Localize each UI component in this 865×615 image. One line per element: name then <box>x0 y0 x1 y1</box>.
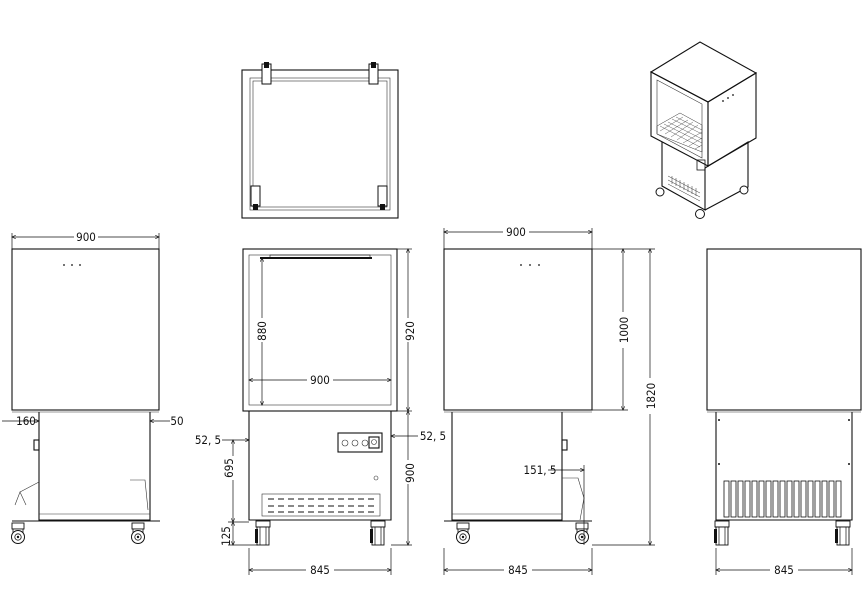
dim-side-upper: 1000 <box>617 317 631 343</box>
dim-rear-base-depth: 845 <box>774 563 794 577</box>
top-view-caster <box>377 185 388 210</box>
dim-side-offset: 151, 5 <box>524 463 557 477</box>
dim-inner-height: 880 <box>255 321 269 341</box>
dim-cabinet-height: 920 <box>403 321 417 341</box>
dim-total-height: 1820 <box>644 383 658 409</box>
rear-view: 845 <box>706 248 862 577</box>
iso-grid-floor <box>656 112 703 153</box>
side-view: 900 1000 1820 151, 5 845 <box>443 224 658 577</box>
top-view-caster <box>368 62 379 85</box>
dim-base-depth: 845 <box>310 563 330 577</box>
top-view <box>241 62 399 219</box>
dim-inner-width: 900 <box>310 373 330 387</box>
dim-front-side-right: 50 <box>170 414 183 428</box>
dim-offset-left: 52, 5 <box>195 433 221 447</box>
section-view: 880 900 920 900 52, 5 52, 5 695 125 <box>195 248 446 577</box>
dim-wheel-height: 125 <box>219 526 233 546</box>
dim-side-width: 900 <box>506 225 526 239</box>
dim-base-height: 900 <box>403 463 417 483</box>
dim-offset-right: 52, 5 <box>420 429 446 443</box>
rear-louvers <box>723 480 842 518</box>
top-view-caster <box>250 185 261 210</box>
top-view-caster <box>261 62 272 85</box>
dim-front-width: 900 <box>76 230 96 244</box>
dim-base-695: 695 <box>222 458 236 478</box>
dim-side-base-depth: 845 <box>508 563 528 577</box>
front-view: 900 160 50 <box>2 229 184 544</box>
dim-front-side-left: 160 <box>16 414 36 428</box>
isometric-view <box>649 41 758 219</box>
louver-slots <box>268 498 374 513</box>
